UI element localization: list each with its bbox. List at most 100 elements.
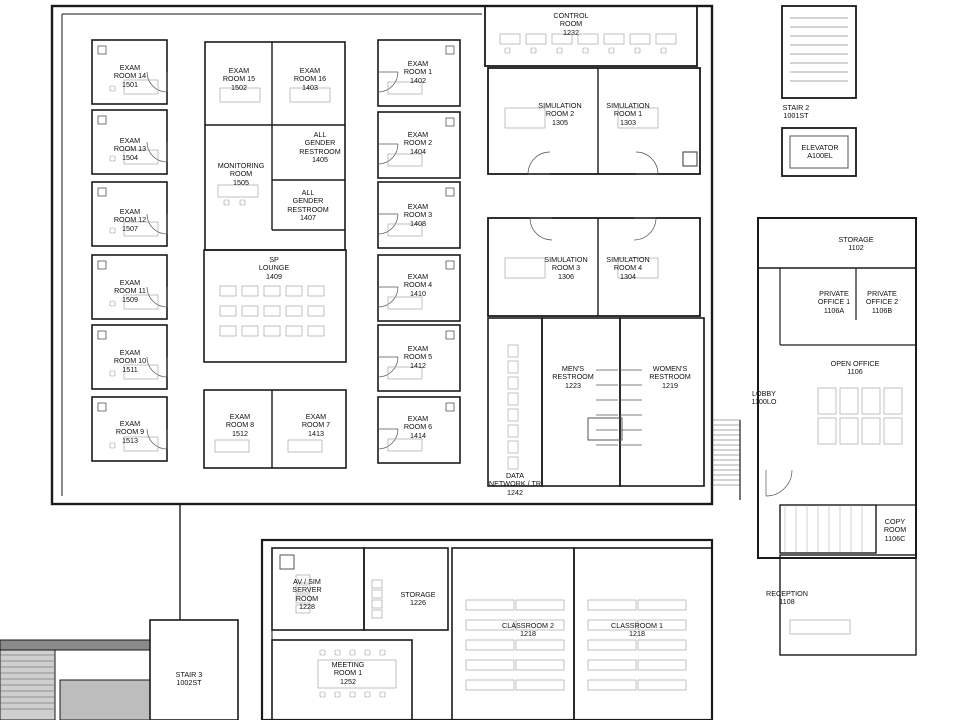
furniture-piece — [507, 344, 519, 358]
furniture-piece — [637, 659, 687, 671]
furniture-piece — [515, 659, 565, 671]
chair — [379, 649, 386, 656]
furniture-piece — [285, 325, 303, 337]
door-swing — [146, 71, 168, 93]
elevator-wall — [781, 127, 857, 177]
chair — [109, 370, 116, 377]
furniture-piece — [285, 285, 303, 297]
doors — [146, 71, 793, 497]
furniture-piece — [217, 184, 259, 198]
chair — [319, 691, 326, 698]
furniture-piece — [123, 79, 159, 95]
furniture-piece — [507, 376, 519, 390]
furniture-piece — [617, 107, 659, 129]
furniture-piece — [839, 387, 859, 415]
chair — [660, 47, 667, 54]
meeting-room-wall — [271, 639, 413, 720]
restroom-wall — [541, 317, 621, 487]
chair — [109, 442, 116, 449]
door-swing — [146, 428, 168, 450]
chair — [319, 649, 326, 656]
chair — [334, 649, 341, 656]
data-room-wall — [487, 317, 543, 487]
furniture-piece — [287, 439, 323, 453]
exam-room-wall — [377, 396, 461, 464]
hatched-core — [779, 504, 877, 554]
storage-wall — [363, 547, 449, 631]
furniture-piece — [241, 285, 259, 297]
furniture-piece — [219, 325, 237, 337]
chair — [239, 199, 246, 206]
furniture-piece — [123, 364, 159, 380]
furniture-piece — [861, 417, 881, 445]
furniture-piece — [387, 296, 423, 310]
furniture-piece — [387, 366, 423, 380]
furniture-piece — [387, 81, 423, 95]
sink — [97, 330, 107, 340]
furniture-piece — [817, 387, 837, 415]
furniture-piece — [507, 424, 519, 438]
door-swing — [146, 286, 168, 308]
sink — [97, 402, 107, 412]
door-swing — [377, 356, 399, 378]
chair — [504, 47, 511, 54]
east-office-wall — [757, 217, 917, 559]
furniture-piece — [371, 609, 383, 619]
furniture-piece — [371, 579, 383, 589]
chair — [364, 649, 371, 656]
furniture-piece — [499, 33, 521, 45]
furniture — [0, 17, 903, 710]
reception-wall — [779, 554, 917, 656]
chair — [349, 691, 356, 698]
chair — [634, 47, 641, 54]
furniture-piece — [219, 305, 237, 317]
furniture-piece — [371, 599, 383, 609]
furniture-piece — [603, 33, 625, 45]
door-swing — [527, 151, 551, 175]
walls — [0, 4, 917, 720]
sp-lounge-wall — [203, 249, 347, 363]
stair-3-flight — [59, 679, 151, 720]
furniture-piece — [123, 436, 159, 452]
door-swing — [635, 151, 659, 175]
chair — [608, 47, 615, 54]
furniture-piece — [295, 574, 311, 584]
furniture-piece — [637, 619, 687, 631]
furniture-piece — [507, 392, 519, 406]
furniture-piece — [219, 285, 237, 297]
furniture-piece — [295, 604, 311, 614]
door-swing — [765, 469, 793, 497]
chair — [334, 691, 341, 698]
furniture-piece — [507, 456, 519, 470]
chair — [223, 199, 230, 206]
stair-2-wall — [781, 5, 857, 99]
furniture-piece — [465, 679, 515, 691]
sink — [97, 260, 107, 270]
furniture-piece — [465, 659, 515, 671]
furniture-piece — [371, 589, 383, 599]
door-swing — [377, 286, 399, 308]
furniture-piece — [789, 619, 851, 635]
furniture-piece — [883, 387, 903, 415]
exam-room-wall — [91, 396, 168, 462]
exam-room-wall — [91, 109, 168, 175]
furniture-piece — [317, 659, 397, 689]
chair — [109, 155, 116, 162]
furniture-piece — [629, 33, 651, 45]
furniture-piece — [387, 223, 423, 237]
furniture-piece — [637, 599, 687, 611]
exam-cluster-wall — [203, 389, 347, 469]
exam-room-wall — [377, 254, 461, 322]
furniture-piece — [515, 679, 565, 691]
furniture-piece — [577, 33, 599, 45]
chair — [530, 47, 537, 54]
simulation-wall — [487, 67, 701, 175]
control-room-wall — [484, 5, 698, 67]
stair-3-landing — [0, 639, 151, 651]
av-room-wall — [271, 547, 365, 631]
furniture-piece — [214, 439, 250, 453]
furniture-piece — [295, 594, 311, 604]
furniture-piece — [307, 325, 325, 337]
sink — [97, 187, 107, 197]
furniture-piece — [307, 305, 325, 317]
